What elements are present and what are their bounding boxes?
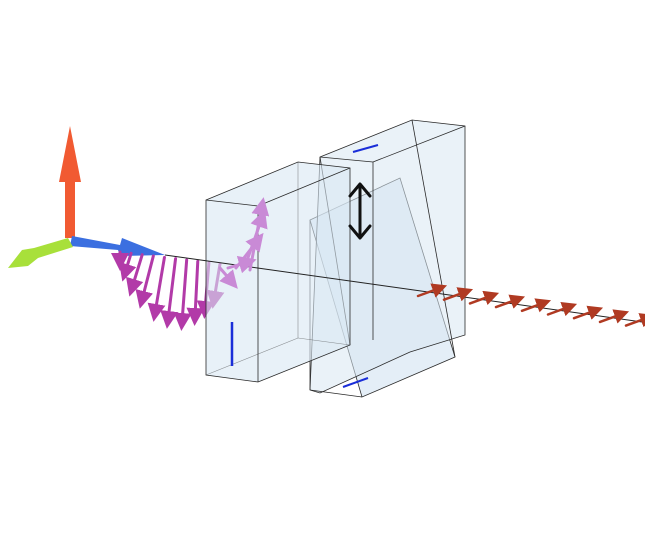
output-polarization-vector — [442, 287, 474, 302]
output-polarization-vector — [416, 283, 448, 298]
coordinate-axes-icon — [8, 126, 165, 268]
inside-polarization-vector — [248, 197, 270, 272]
input-polarization-vector — [147, 255, 166, 322]
input-polarization-vector — [186, 259, 205, 326]
input-polarization-vector — [126, 253, 144, 297]
output-polarization-vectors — [416, 283, 645, 328]
x-axis-arrow — [8, 238, 73, 268]
output-polarization-vector — [546, 302, 578, 317]
input-polarization-vector — [135, 254, 155, 309]
crystal-block-1 — [205, 161, 351, 383]
input-polarization-vector — [160, 257, 179, 329]
y-axis-arrow — [70, 236, 165, 256]
output-polarization-vector — [572, 305, 604, 320]
input-polarization-vector — [119, 251, 137, 282]
input-polarization-vector — [173, 258, 192, 331]
optic-axis-marker-top — [352, 144, 379, 153]
output-polarization-vector — [598, 309, 630, 324]
output-polarization-vector — [520, 298, 552, 313]
optic-axis-marker-bottom — [342, 377, 369, 388]
double-headed-arrow-icon[interactable] — [348, 182, 372, 240]
z-axis-arrow — [59, 126, 81, 238]
inside-polarization-vector — [218, 266, 238, 289]
output-polarization-vector — [624, 313, 645, 328]
output-polarization-vector — [494, 294, 526, 309]
input-polarization-vectors — [111, 250, 225, 331]
inside-polarization-vectors — [218, 197, 270, 289]
output-polarization-vector — [468, 290, 500, 306]
